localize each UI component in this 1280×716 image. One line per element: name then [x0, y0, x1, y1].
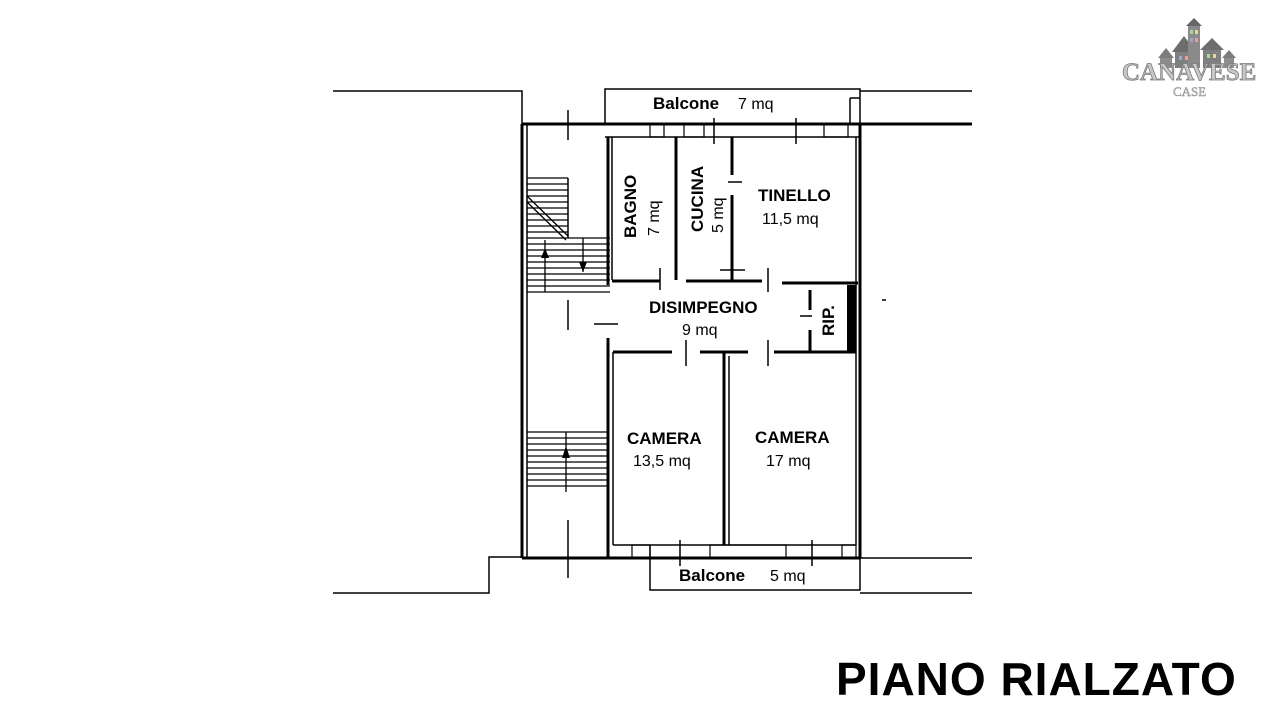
balcony-top-outline: [604, 88, 861, 124]
camera-left-area: 13,5 mq: [633, 453, 691, 470]
tinello-name: TINELLO: [758, 186, 831, 205]
balcone-bottom-area: 5 mq: [770, 568, 806, 585]
disimpegno-name: DISIMPEGNO: [649, 298, 758, 317]
camera-right-name: CAMERA: [755, 428, 830, 447]
interior-walls: [567, 118, 886, 566]
bagno-area: 7 mq: [646, 200, 663, 236]
houses-logo-icon: [1158, 18, 1236, 68]
balcone-bottom-name: Balcone: [679, 566, 745, 585]
disimpegno-area: 9 mq: [682, 322, 718, 339]
adjacent-building-outline: [333, 90, 523, 594]
logo-sub: CASE: [1173, 84, 1206, 99]
camera-left-name: CAMERA: [627, 429, 702, 448]
bagno-name: BAGNO: [621, 175, 640, 238]
tinello-area: 11,5 mq: [762, 211, 819, 228]
cucina-area: 5 mq: [710, 197, 727, 233]
stairs-lower: [527, 431, 608, 492]
canavese-case-logo: CANAVESE CASE: [1122, 18, 1257, 99]
floor-title: PIANO RIALZATO: [836, 653, 1237, 705]
balcone-top-area: 7 mq: [738, 96, 774, 113]
camera-right-area: 17 mq: [766, 453, 810, 470]
stairs-upper: [526, 177, 610, 293]
stairwell: [520, 110, 608, 578]
cucina-name: CUCINA: [688, 166, 707, 232]
balcone-top-name: Balcone: [653, 94, 719, 113]
apartment-walls: [605, 90, 972, 594]
ripostiglio-name: RIP.: [819, 305, 838, 336]
logo-name: CANAVESE: [1122, 59, 1256, 86]
